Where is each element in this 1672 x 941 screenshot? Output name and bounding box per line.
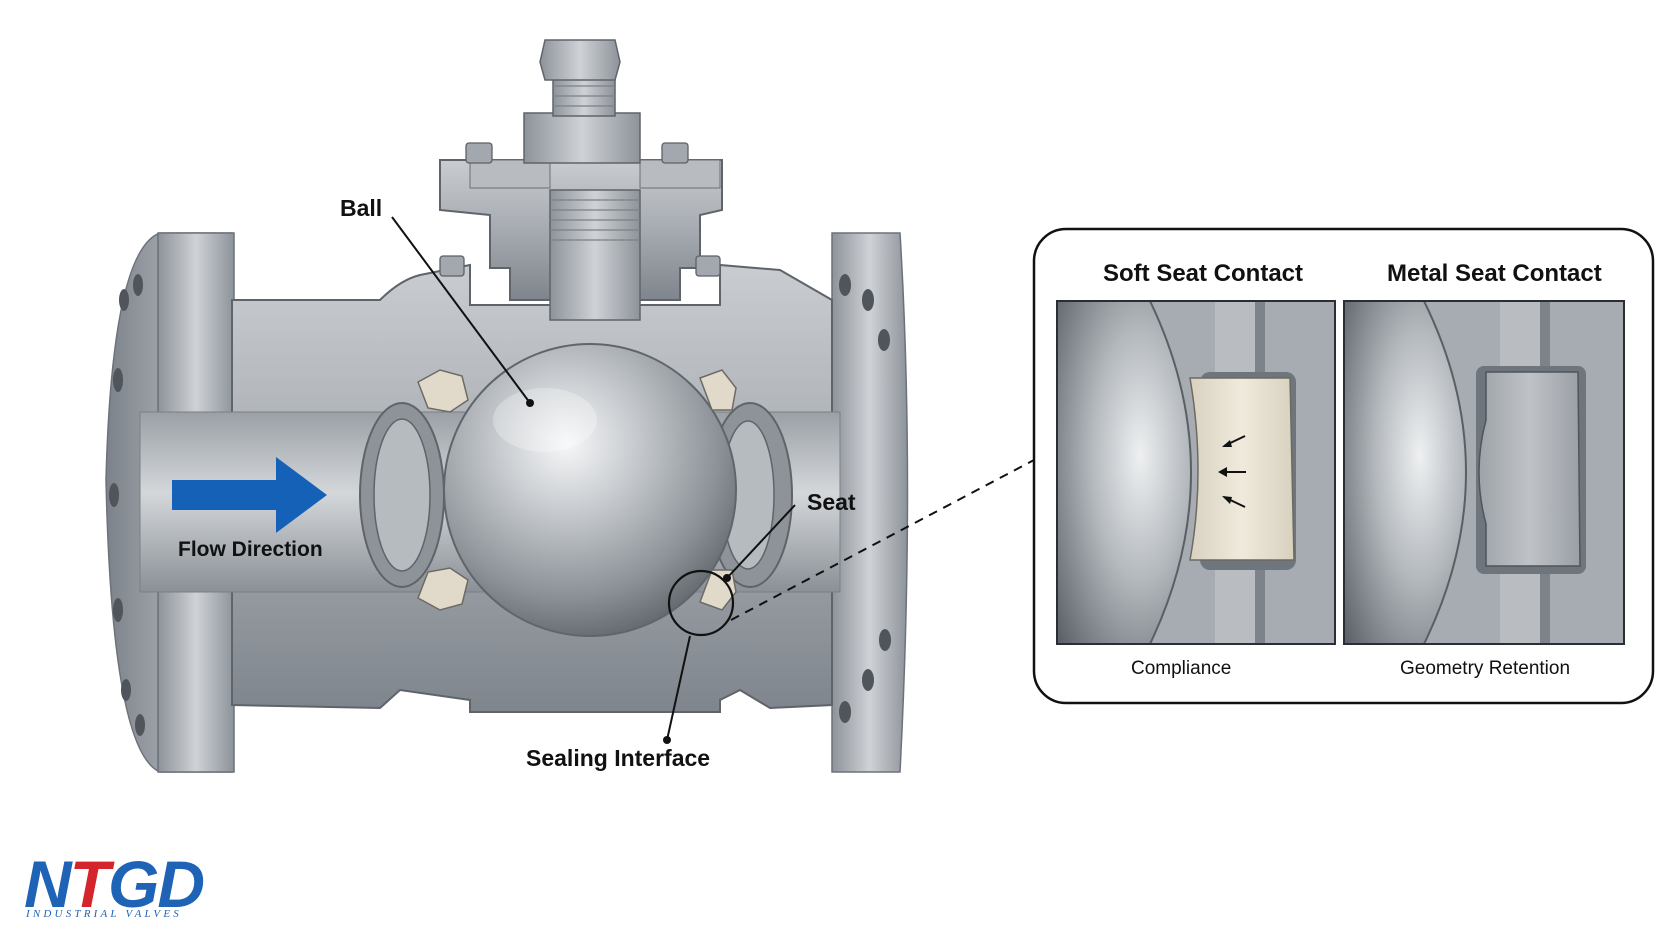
valve-body <box>106 40 908 772</box>
ball <box>444 344 736 636</box>
label-flow-direction: Flow Direction <box>178 538 323 561</box>
inset-caption-soft: Compliance <box>1131 658 1231 679</box>
soft-seat-insert <box>1190 378 1294 560</box>
label-ball: Ball <box>340 195 382 221</box>
label-seat: Seat <box>807 489 856 515</box>
label-sealing-interface: Sealing Interface <box>526 745 710 771</box>
inset-title-soft: Soft Seat Contact <box>1103 260 1303 287</box>
metal-seat-panel <box>1344 301 1624 644</box>
inset-panel: Soft Seat Contact Metal Seat Contact <box>1034 229 1653 703</box>
brand-logo: NTGD INDUSTRIAL VALVES <box>24 847 203 921</box>
logo-tagline: INDUSTRIAL VALVES <box>25 908 182 920</box>
inset-caption-metal: Geometry Retention <box>1400 658 1570 679</box>
metal-seat-insert <box>1479 372 1580 566</box>
soft-seat-panel <box>1057 301 1335 644</box>
inset-title-metal: Metal Seat Contact <box>1387 260 1602 287</box>
hex-bolt-icon <box>540 40 620 80</box>
